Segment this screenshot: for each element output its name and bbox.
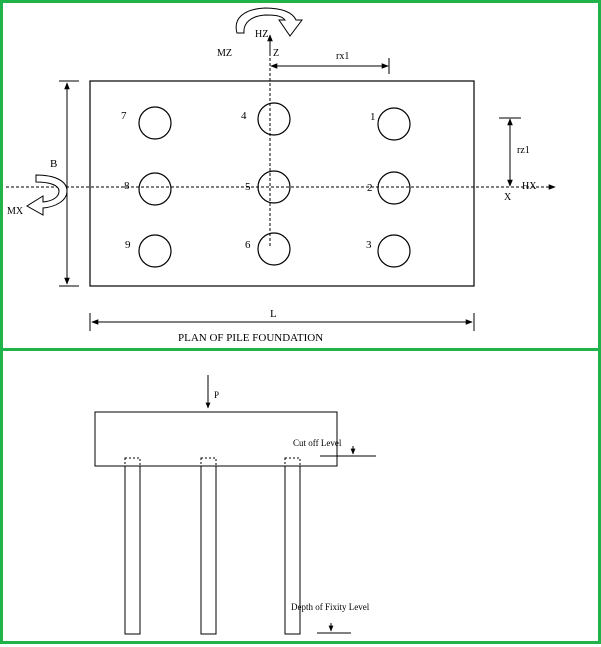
pile-number-8: 8 [124,180,130,192]
mx-moment-arrow-icon [26,174,68,216]
pile-cap-outline [89,80,475,287]
hz-label: HZ [255,29,268,40]
fixity-level-label: Depth of Fixity Level [291,602,370,612]
pile-embed-2 [200,457,217,467]
rz1-label: rz1 [517,145,530,156]
pile-shaft-3 [284,465,301,635]
pile-circle-3 [377,234,411,268]
pile-shaft-1 [124,465,141,635]
pile-number-9: 9 [125,239,131,251]
pile-circle-4 [257,102,291,136]
mz-label: MZ [217,48,232,59]
pile-embed-3 [284,457,301,467]
pile-embed-1 [124,457,141,467]
pile-number-5: 5 [245,181,251,193]
pile-circle-2 [377,171,411,205]
section-panel: P Cut off Level Depth of Fixity Level [0,348,601,644]
load-label: P [214,390,219,400]
pile-circle-7 [138,106,172,140]
plan-title: PLAN OF PILE FOUNDATION [178,332,323,344]
pile-circle-5 [257,170,291,204]
plan-diagram: 1 2 3 4 5 6 7 8 9 HZ MZ Z rx1 rz1 HX X B… [6,7,556,344]
pile-number-7: 7 [121,110,127,122]
mx-label: MX [7,206,24,217]
rx1-label: rx1 [336,51,349,62]
pile-circle-6 [257,232,291,266]
pile-number-1: 1 [370,111,376,123]
section-diagram: P Cut off Level Depth of Fixity Level [94,375,376,635]
z-label: Z [273,48,279,59]
hz-moment-arrow-icon [235,7,303,37]
pile-cap-section [94,411,338,467]
pile-number-2: 2 [367,182,373,194]
x-label: X [504,192,512,203]
pile-number-4: 4 [241,110,247,122]
pile-circle-1 [377,107,411,141]
plan-panel: 1 2 3 4 5 6 7 8 9 HZ MZ Z rx1 rz1 HX X B… [0,0,601,351]
b-label: B [50,158,57,170]
l-label: L [270,308,277,320]
hx-label: HX [522,181,537,192]
pile-circle-8 [138,172,172,206]
pile-number-3: 3 [366,239,372,251]
cutoff-level-label: Cut off Level [293,438,342,448]
pile-shaft-2 [200,465,217,635]
pile-circle-9 [138,234,172,268]
pile-number-6: 6 [245,239,251,251]
